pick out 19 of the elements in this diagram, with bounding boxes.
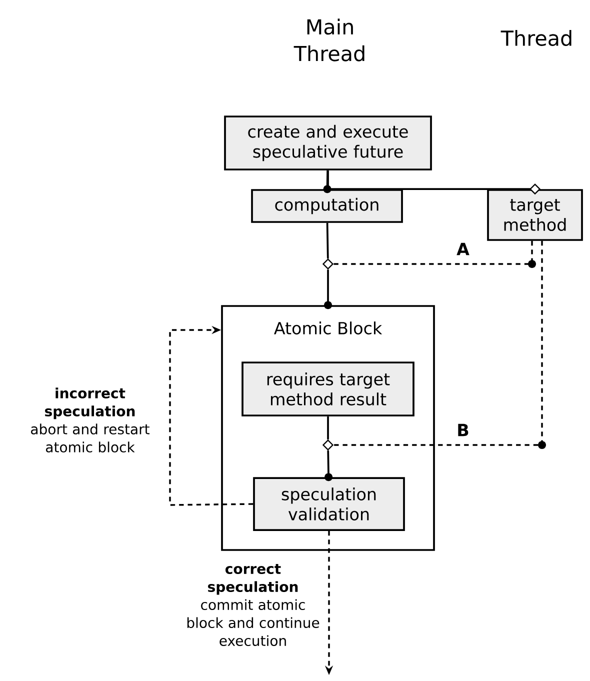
column-heading: Main Thread [294,18,364,62]
connector [327,416,329,440]
edge-label: correct speculation commit atomic block and continue execution [184,562,322,648]
edge-label: incorrect speculation abort and restart atomic block [14,386,166,454]
process-box: create and execute speculative future [224,116,432,170]
process-box: speculation validation [253,477,405,531]
connector [324,270,332,310]
column-heading: Thread [500,30,572,46]
connector [323,170,332,194]
edge-label: A [455,242,471,256]
process-box: computation [251,189,403,223]
connector [334,240,546,449]
connector [334,240,536,268]
process-box: target method [487,189,583,241]
connector [169,326,254,506]
edge-label: B [455,422,471,438]
connector [326,222,329,259]
process-box: requires target method result [242,362,414,416]
connector [324,450,333,482]
